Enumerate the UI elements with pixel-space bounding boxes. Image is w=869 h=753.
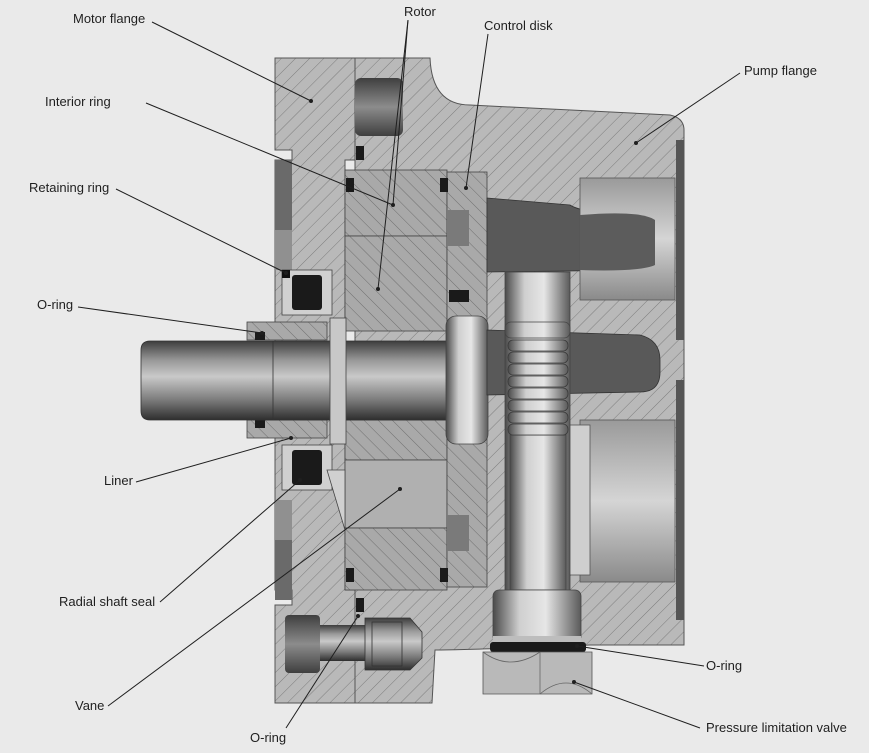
valve-o-ring xyxy=(490,642,586,652)
label-interior-ring: Interior ring xyxy=(45,94,111,109)
top-bolt-bore xyxy=(355,78,403,136)
valve-piston xyxy=(509,434,567,591)
label-motor-flange: Motor flange xyxy=(73,11,146,26)
bottom-bolt xyxy=(285,615,320,673)
label-control-disk: Control disk xyxy=(484,18,553,33)
leader-lines xyxy=(77,19,741,729)
rotor-upper xyxy=(344,235,448,332)
label-o-ring-right: O-ring xyxy=(706,658,743,673)
label-pump-flange: Pump flange xyxy=(744,63,817,78)
drive-shaft xyxy=(140,340,459,421)
label-liner: Liner xyxy=(104,473,133,488)
vane xyxy=(344,459,448,529)
radial-shaft-seal-upper xyxy=(292,275,322,310)
interior-ring-upper xyxy=(344,169,448,237)
label-o-ring-left: O-ring xyxy=(37,297,74,312)
label-o-ring-bottom: O-ring xyxy=(250,730,287,745)
valve-spring xyxy=(507,339,569,436)
valve-nut xyxy=(482,651,593,695)
label-retaining-ring: Retaining ring xyxy=(29,180,110,195)
label-radial-shaft-seal: Radial shaft seal xyxy=(59,594,156,609)
label-vane: Vane xyxy=(75,698,105,713)
label-rotor: Rotor xyxy=(404,4,436,19)
valve-body xyxy=(492,589,582,643)
radial-shaft-seal-lower xyxy=(292,450,322,485)
label-pressure-limitation-valve: Pressure limitation valve xyxy=(706,720,847,735)
spring-cap xyxy=(504,321,571,339)
